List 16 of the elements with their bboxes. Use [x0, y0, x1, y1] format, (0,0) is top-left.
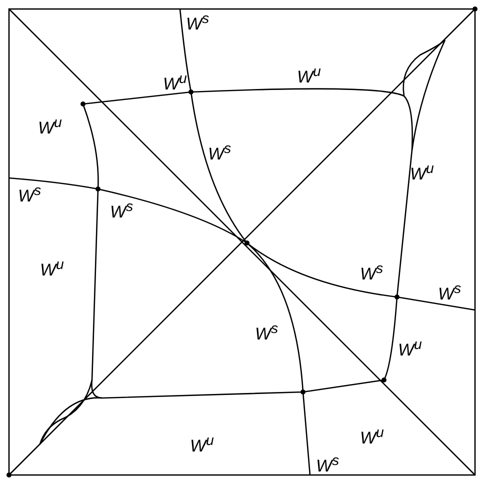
manifold-label: W$^{u}$ [163, 70, 187, 94]
manifold-label: W$^{u}$ [38, 114, 62, 138]
manifold-label: W$^{s}$ [18, 182, 42, 206]
manifold-label: W$^{s}$ [186, 10, 210, 34]
manifold-label: W$^{s}$ [110, 198, 134, 222]
manifold-label: W$^{s}$ [255, 320, 278, 344]
manifold-label: W$^{u}$ [398, 336, 422, 360]
manifold-label: W$^{s}$ [316, 452, 340, 476]
manifold-label: W$^{u}$ [40, 256, 64, 280]
manifold-label: W$^{u}$ [360, 424, 384, 448]
manifold-label: W$^{u}$ [297, 63, 321, 87]
manifold-label: W$^{u}$ [410, 160, 434, 184]
manifold-label: W$^{s}$ [208, 140, 232, 164]
manifold-label: W$^{s}$ [360, 260, 384, 284]
manifold-label: W$^{u}$ [190, 432, 214, 456]
manifold-label: W$^{s}$ [438, 280, 462, 304]
